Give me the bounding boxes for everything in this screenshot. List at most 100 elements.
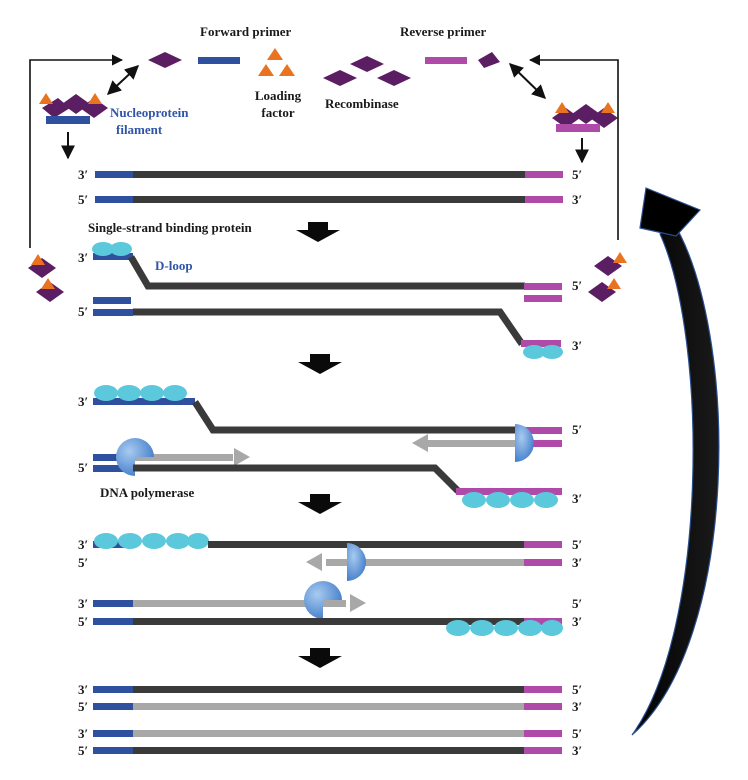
double-arrow-icon xyxy=(106,65,140,95)
loading-factor-icon xyxy=(41,278,55,289)
recombinase-icon xyxy=(478,52,500,68)
ssb-protein xyxy=(541,620,563,636)
end-label: 5′ xyxy=(78,304,88,319)
template-strand xyxy=(192,400,525,434)
end-label: 3′ xyxy=(78,394,88,409)
step-arrow-icon xyxy=(298,494,342,514)
nucleoprotein-filament-label: Nucleoprotein xyxy=(110,105,189,120)
recombinase-label: Recombinase xyxy=(325,96,399,111)
new-strand xyxy=(133,600,346,607)
reverse-primer-site xyxy=(524,541,562,548)
end-label: 3′ xyxy=(572,555,582,570)
forward-primer-site xyxy=(93,747,133,754)
ssb-protein xyxy=(166,533,190,549)
ssb-protein xyxy=(446,620,470,636)
loading-factor-label-2: factor xyxy=(261,105,294,120)
template-strand xyxy=(133,196,525,203)
recombinase-icon xyxy=(148,52,182,68)
extension-arrow-icon xyxy=(350,594,366,612)
template-strand xyxy=(133,686,524,693)
reverse-primer-strand xyxy=(556,124,600,132)
ssb-protein xyxy=(163,385,187,401)
forward-primer-strand xyxy=(93,297,131,304)
template-strand xyxy=(133,618,524,625)
end-label: 3′ xyxy=(572,614,582,629)
end-label: 5′ xyxy=(572,422,582,437)
reverse-primer-site xyxy=(521,340,561,347)
template-strand xyxy=(127,255,525,290)
end-label: 5′ xyxy=(78,192,88,207)
end-label: 3′ xyxy=(78,250,88,265)
reverse-primer-site xyxy=(525,171,563,178)
reverse-primer-site xyxy=(524,283,562,290)
nucleoprotein-filament-label-2: filament xyxy=(116,122,163,137)
loading-factor-icon xyxy=(555,102,569,113)
forward-primer-site xyxy=(95,196,133,203)
ssb-protein xyxy=(142,533,166,549)
forward-primer-strand xyxy=(198,57,240,64)
loading-factor-icon xyxy=(601,102,615,113)
reverse-primer-strand xyxy=(524,440,562,447)
reverse-primer-site xyxy=(524,747,562,754)
template-strand xyxy=(133,308,525,346)
dna-polymerase-icon xyxy=(116,438,154,476)
ssb-protein xyxy=(470,620,494,636)
recombinase-icon xyxy=(377,70,411,86)
extension-arrow-icon xyxy=(412,434,428,452)
ssb-protein xyxy=(462,492,486,508)
end-label: 3′ xyxy=(572,491,582,506)
ssb-protein xyxy=(118,533,142,549)
step-arrow-icon xyxy=(298,648,342,668)
forward-primer-strand xyxy=(46,116,90,124)
loading-factor-icon xyxy=(613,252,627,263)
reverse-primer-strand xyxy=(524,559,562,566)
end-label: 5′ xyxy=(572,537,582,552)
new-strand xyxy=(428,440,524,447)
ssb-protein xyxy=(117,385,141,401)
extension-arrow-icon xyxy=(234,448,250,466)
forward-primer-strand xyxy=(93,600,133,607)
ssb-protein xyxy=(110,242,132,256)
ssb-protein xyxy=(94,385,118,401)
forward-primer-site xyxy=(93,253,133,260)
recycle-left-arrow xyxy=(29,54,124,248)
ssb-label: Single-strand binding protein xyxy=(88,220,253,235)
curved-return-arrow-icon xyxy=(631,218,720,736)
end-label: 5′ xyxy=(78,699,88,714)
ssb-protein xyxy=(140,385,164,401)
new-strand xyxy=(133,703,524,710)
end-label: 5′ xyxy=(572,682,582,697)
step-arrow-icon xyxy=(298,354,342,374)
double-arrow-icon xyxy=(508,63,547,99)
end-label: 3′ xyxy=(78,537,88,552)
reverse-primer-strand xyxy=(425,57,467,64)
ssb-protein xyxy=(541,345,563,359)
end-label: 5′ xyxy=(78,460,88,475)
dna-polymerase-icon xyxy=(347,543,366,581)
forward-primer-strand xyxy=(93,454,133,461)
ssb-protein xyxy=(92,242,114,256)
end-label: 5′ xyxy=(572,167,582,182)
end-label: 3′ xyxy=(78,167,88,182)
ssb-protein xyxy=(534,492,558,508)
ssb-protein xyxy=(94,533,118,549)
ssb-protein xyxy=(510,492,534,508)
dloop-label: D-loop xyxy=(155,258,193,273)
reverse-primer-strand xyxy=(524,703,562,710)
reverse-primer-label: Reverse primer xyxy=(400,24,486,39)
forward-primer-site xyxy=(93,465,133,472)
ssb-protein xyxy=(523,345,545,359)
recombinase-icon xyxy=(323,70,357,86)
loading-factor-icon xyxy=(39,93,53,104)
dna-polymerase-icon xyxy=(515,424,534,462)
end-label: 3′ xyxy=(78,682,88,697)
loading-factor-icon xyxy=(279,64,295,76)
ssb-protein xyxy=(494,620,518,636)
end-label: 3′ xyxy=(78,596,88,611)
new-strand xyxy=(133,454,233,461)
loading-factor-icon xyxy=(267,48,283,60)
new-strand xyxy=(326,559,524,566)
template-strand xyxy=(133,747,524,754)
curved-return-arrow-head xyxy=(639,187,702,237)
end-label: 5′ xyxy=(78,614,88,629)
